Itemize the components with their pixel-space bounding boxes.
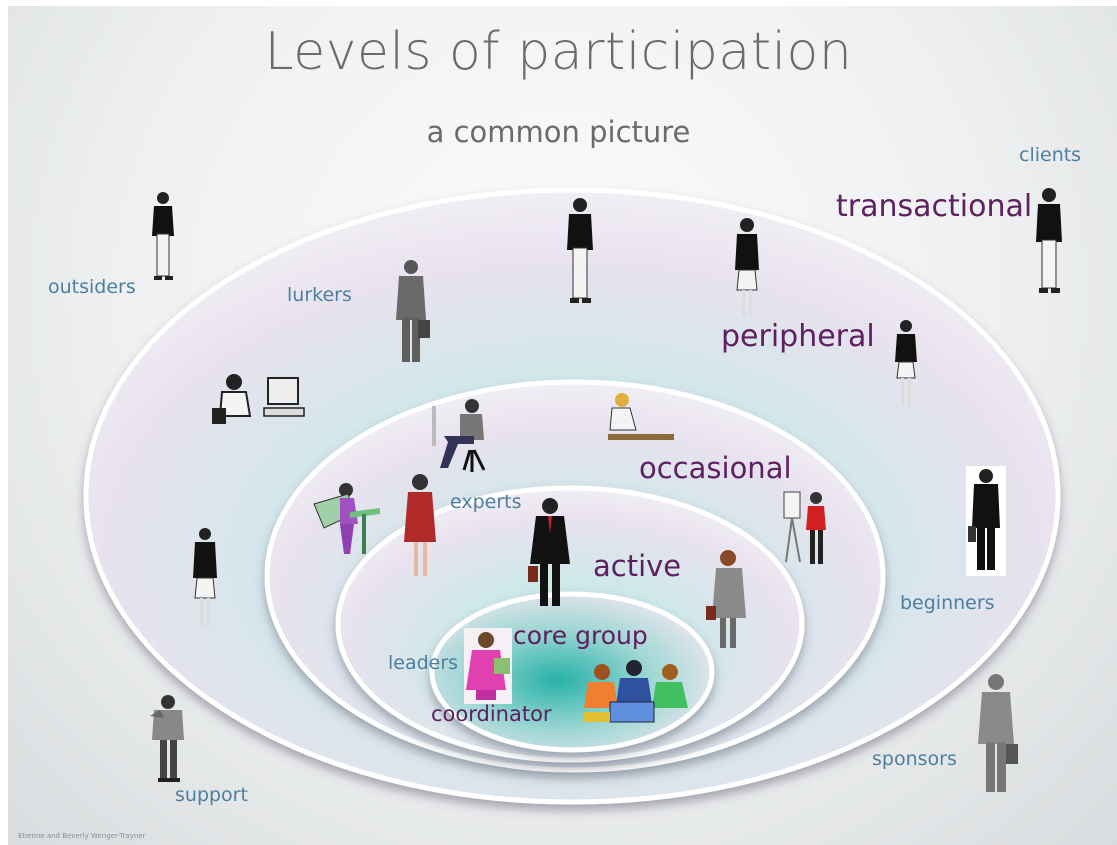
- person-icon: [735, 218, 759, 316]
- level-label-transactional: transactional: [836, 189, 1033, 224]
- leader-woman-icon: [464, 628, 512, 704]
- slide-subtitle: a common picture: [426, 115, 691, 149]
- level-label-occasional: occasional: [639, 451, 792, 485]
- role-label-leaders: leaders: [388, 652, 459, 674]
- businessman-briefcase-icon: [978, 674, 1018, 792]
- team-meeting-icon: [584, 660, 688, 723]
- level-label-core-group: core group: [513, 621, 648, 650]
- role-label-coordinator: coordinator: [431, 702, 552, 726]
- person-icon: [966, 466, 1006, 576]
- level-label-active: active: [593, 549, 682, 583]
- role-label-beginners: beginners: [900, 592, 995, 614]
- level-label-peripheral: peripheral: [721, 319, 875, 354]
- person-icon: [1036, 188, 1062, 293]
- role-label-experts: experts: [450, 491, 522, 513]
- slide-left-border: [0, 0, 8, 845]
- slide-top-border: [0, 0, 1117, 6]
- role-label-support: support: [175, 784, 248, 806]
- person-icon: [152, 192, 174, 280]
- role-label-lurkers: lurkers: [287, 284, 352, 306]
- person-icon: [895, 320, 917, 406]
- craftsman-icon: [608, 393, 674, 440]
- role-label-clients: clients: [1019, 144, 1082, 166]
- role-label-sponsors: sponsors: [872, 748, 957, 770]
- person-icon: [193, 528, 217, 626]
- role-label-outsiders: outsiders: [48, 276, 136, 298]
- businesswoman-icon: [404, 474, 436, 576]
- businesswoman-icon: [706, 550, 746, 648]
- desk-worker-icon: [432, 399, 486, 472]
- slide-title: Levels of participation: [264, 22, 853, 82]
- person-icon: [567, 198, 593, 303]
- businessman-briefcase-icon: [528, 498, 570, 606]
- support-worker-icon: [150, 695, 184, 782]
- businessman-briefcase-icon: [396, 260, 430, 362]
- computer-user-icon: [212, 374, 305, 424]
- author-credit: Etienne and Beverly Wenger-Trayner: [18, 832, 146, 840]
- presenter-icon: [783, 491, 826, 564]
- drafting-table-icon: [313, 483, 380, 554]
